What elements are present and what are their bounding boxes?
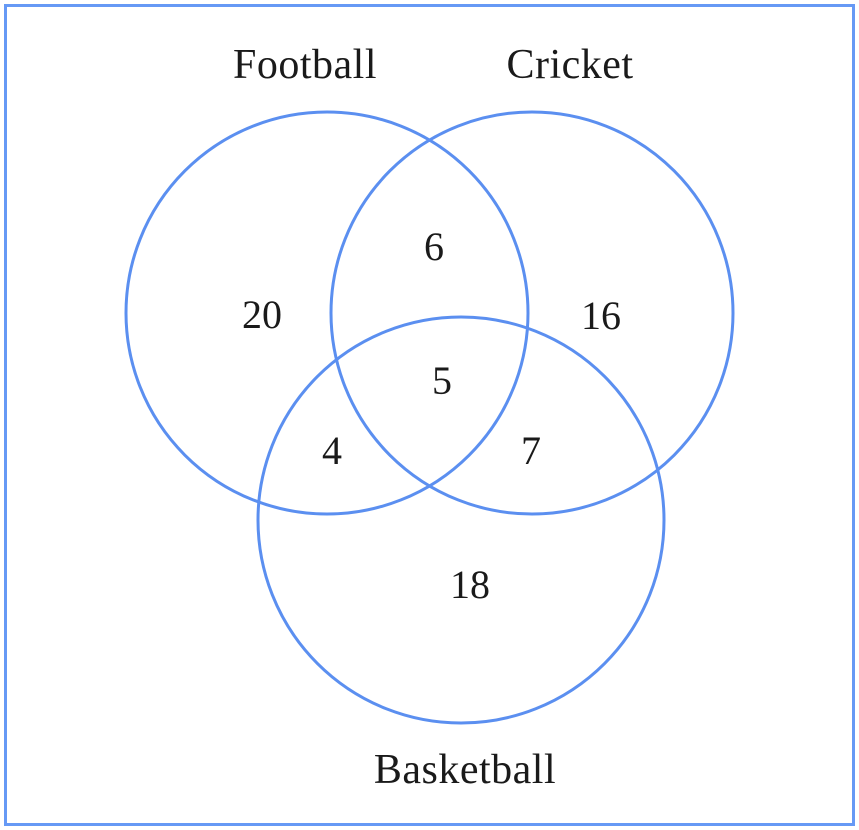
region-value-football-cricket: 6 (424, 224, 444, 269)
set-label-cricket: Cricket (506, 42, 634, 88)
circle-cricket (329, 110, 735, 516)
region-value-football-cricket-basketball: 5 (432, 358, 452, 403)
region-value-cricket-basketball: 7 (521, 428, 541, 473)
circle-football (124, 110, 530, 516)
circle-basketball (256, 315, 666, 725)
region-value-basketball-only: 18 (450, 562, 490, 607)
region-value-football-only: 20 (242, 292, 282, 337)
set-label-basketball: Basketball (373, 747, 557, 793)
set-label-football: Football (232, 42, 378, 88)
region-value-cricket-only: 16 (581, 293, 621, 338)
region-value-football-basketball: 4 (322, 428, 342, 473)
